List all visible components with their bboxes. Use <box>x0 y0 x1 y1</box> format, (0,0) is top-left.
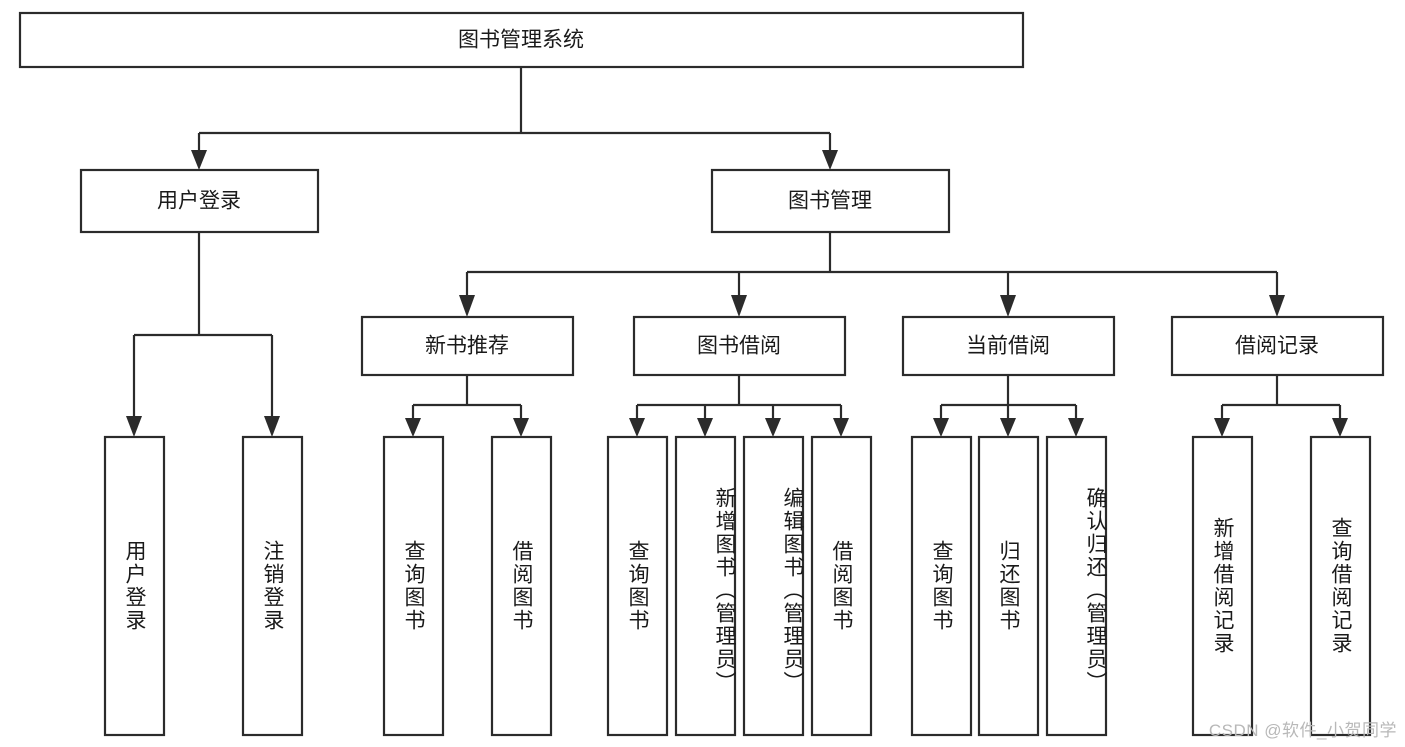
node-user-login[interactable] <box>79 168 320 234</box>
arrow-bookborrow-b2 <box>697 418 713 437</box>
node-new-book-recommendation[interactable] <box>360 315 575 377</box>
arrow-currentborrow-b2 <box>1000 418 1016 437</box>
arrow-bookmgmt-c4 <box>1269 295 1285 317</box>
connector-group <box>126 67 1348 437</box>
leaf-query-book-3[interactable] <box>910 435 973 737</box>
leaf-borrow-book-1[interactable] <box>490 435 553 737</box>
leaf-logout-label: 注销登录 <box>261 540 284 632</box>
arrow-borrowrecord-b2 <box>1332 418 1348 437</box>
arrow-currentborrow-b1 <box>933 418 949 437</box>
leaf-return-book[interactable] <box>977 435 1040 737</box>
arrow-borrowrecord-b1 <box>1214 418 1230 437</box>
leaf-borrow-book-1-label: 借阅图书 <box>510 540 533 632</box>
arrow-bookborrow-b4 <box>833 418 849 437</box>
arrow-bookborrow-b3 <box>765 418 781 437</box>
leaf-query-borrow-record[interactable] <box>1309 435 1372 737</box>
arrow-newbook-b2 <box>513 418 529 437</box>
arrow-userlogin-b2 <box>264 416 280 437</box>
leaf-borrow-book-2[interactable] <box>810 435 873 737</box>
node-box-group <box>18 11 1385 737</box>
leaf-add-borrow-record-label: 新增借阅记录 <box>1211 517 1234 655</box>
arrow-currentborrow-b3 <box>1068 418 1084 437</box>
arrow-newbook-b1 <box>405 418 421 437</box>
node-current-borrowing[interactable] <box>901 315 1116 377</box>
arrow-bookborrow-b1 <box>629 418 645 437</box>
leaf-user-login[interactable] <box>103 435 166 737</box>
leaf-query-book-1[interactable] <box>382 435 445 737</box>
leaf-user-login-label: 用户登录 <box>123 540 146 632</box>
leaf-add-book-label: 新增图书（管理员） <box>713 486 736 694</box>
node-borrowing-record-label: 借阅记录 <box>1235 335 1319 358</box>
leaf-query-book-1-label: 查询图书 <box>402 540 425 632</box>
node-borrowing-record[interactable] <box>1170 315 1385 377</box>
node-book-management[interactable] <box>710 168 951 234</box>
node-user-login-label: 用户登录 <box>157 190 241 213</box>
arrow-userlogin-b1 <box>126 416 142 437</box>
leaf-borrow-book-2-label: 借阅图书 <box>830 540 853 632</box>
node-current-borrowing-label: 当前借阅 <box>966 335 1050 358</box>
leaf-confirm-return-label: 确认归还（管理员） <box>1084 486 1107 694</box>
csdn-watermark: CSDN @软件_小贺同学 <box>1208 721 1397 740</box>
leaf-query-borrow-record-label: 查询借阅记录 <box>1329 517 1352 655</box>
leaf-query-book-2[interactable] <box>606 435 669 737</box>
leaf-confirm-return[interactable] <box>1045 435 1108 737</box>
node-new-book-recommendation-label: 新书推荐 <box>425 335 509 358</box>
leaf-query-book-3-label: 查询图书 <box>930 540 953 632</box>
leaf-edit-book[interactable] <box>742 435 805 737</box>
arrow-bookmgmt-c3 <box>1000 295 1016 317</box>
leaf-add-book[interactable] <box>674 435 737 737</box>
arrow-root-to-user-login <box>191 150 207 170</box>
arrow-bookmgmt-c1 <box>459 295 475 317</box>
arrow-root-to-book-mgmt <box>822 150 838 170</box>
node-root[interactable] <box>18 11 1025 69</box>
leaf-edit-book-label: 编辑图书（管理员） <box>781 486 804 694</box>
node-book-borrowing-label: 图书借阅 <box>697 335 781 358</box>
node-book-management-label: 图书管理 <box>788 190 872 213</box>
leaf-query-book-2-label: 查询图书 <box>626 540 649 632</box>
horizontal-label-group: 图书管理系统 用户登录 图书管理 新书推荐 图书借阅 当前借阅 借阅记录 <box>157 29 1319 358</box>
leaf-logout[interactable] <box>241 435 304 737</box>
arrow-bookmgmt-c2 <box>731 295 747 317</box>
leaf-return-book-label: 归还图书 <box>997 540 1020 632</box>
node-root-label: 图书管理系统 <box>458 29 584 52</box>
leaf-add-borrow-record[interactable] <box>1191 435 1254 737</box>
node-book-borrowing[interactable] <box>632 315 847 377</box>
